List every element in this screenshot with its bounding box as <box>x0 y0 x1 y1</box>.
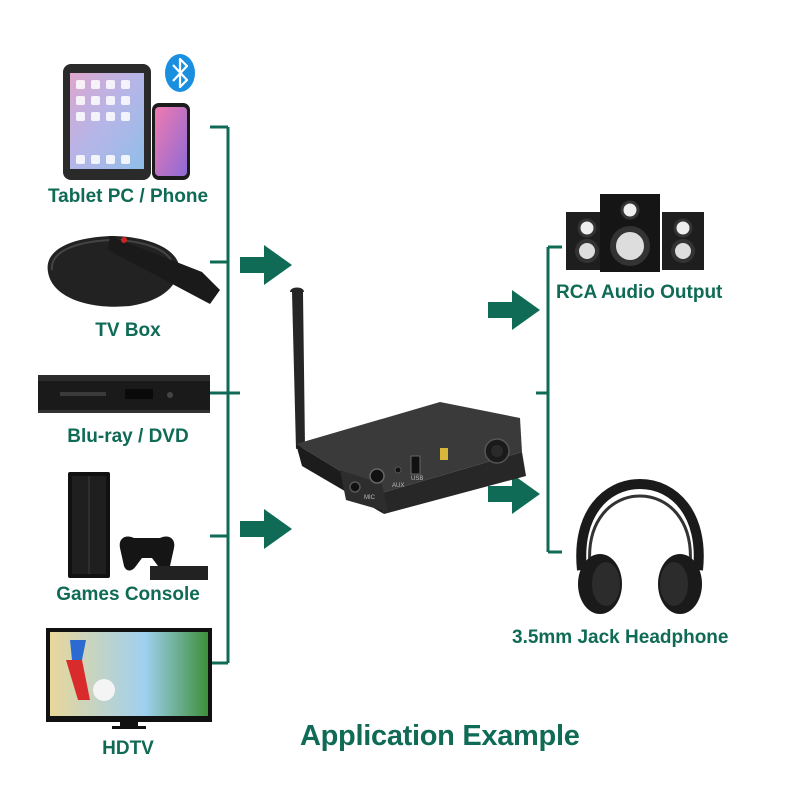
source-connector-lines <box>210 125 240 665</box>
source-label-hdtv: HDTV <box>102 738 154 759</box>
bluray-player-icon <box>38 375 210 413</box>
device-port-label: AUX <box>392 483 404 489</box>
bluetooth-icon <box>165 54 195 92</box>
device-port-label: USB <box>411 476 423 482</box>
tv-box-icon <box>47 236 220 307</box>
hdtv-icon <box>46 628 212 729</box>
device-port-label: MIC <box>364 495 376 501</box>
source-label-tablet-phone: Tablet PC / Phone <box>47 186 209 207</box>
source-label-bluray-dvd: Blu-ray / DVD <box>67 426 189 447</box>
arrow-right-icon <box>488 290 540 330</box>
game-console-icon <box>68 472 208 580</box>
arrow-right-icon <box>240 509 292 549</box>
tablet-phone-icon <box>63 64 190 180</box>
source-label-games-console: Games Console <box>56 584 200 605</box>
output-label-headphone: 3.5mm Jack Headphone <box>512 627 729 648</box>
bluetooth-audio-receiver-icon <box>290 287 526 514</box>
speakers-icon <box>566 194 704 272</box>
output-label-rca: RCA Audio Output <box>556 282 723 303</box>
page-title: Application Example <box>300 720 580 752</box>
source-label-tv-box: TV Box <box>95 320 161 341</box>
arrow-right-icon <box>488 474 540 514</box>
headphone-icon <box>576 478 704 614</box>
arrow-right-icon <box>240 245 292 285</box>
output-connector-lines <box>536 245 562 554</box>
